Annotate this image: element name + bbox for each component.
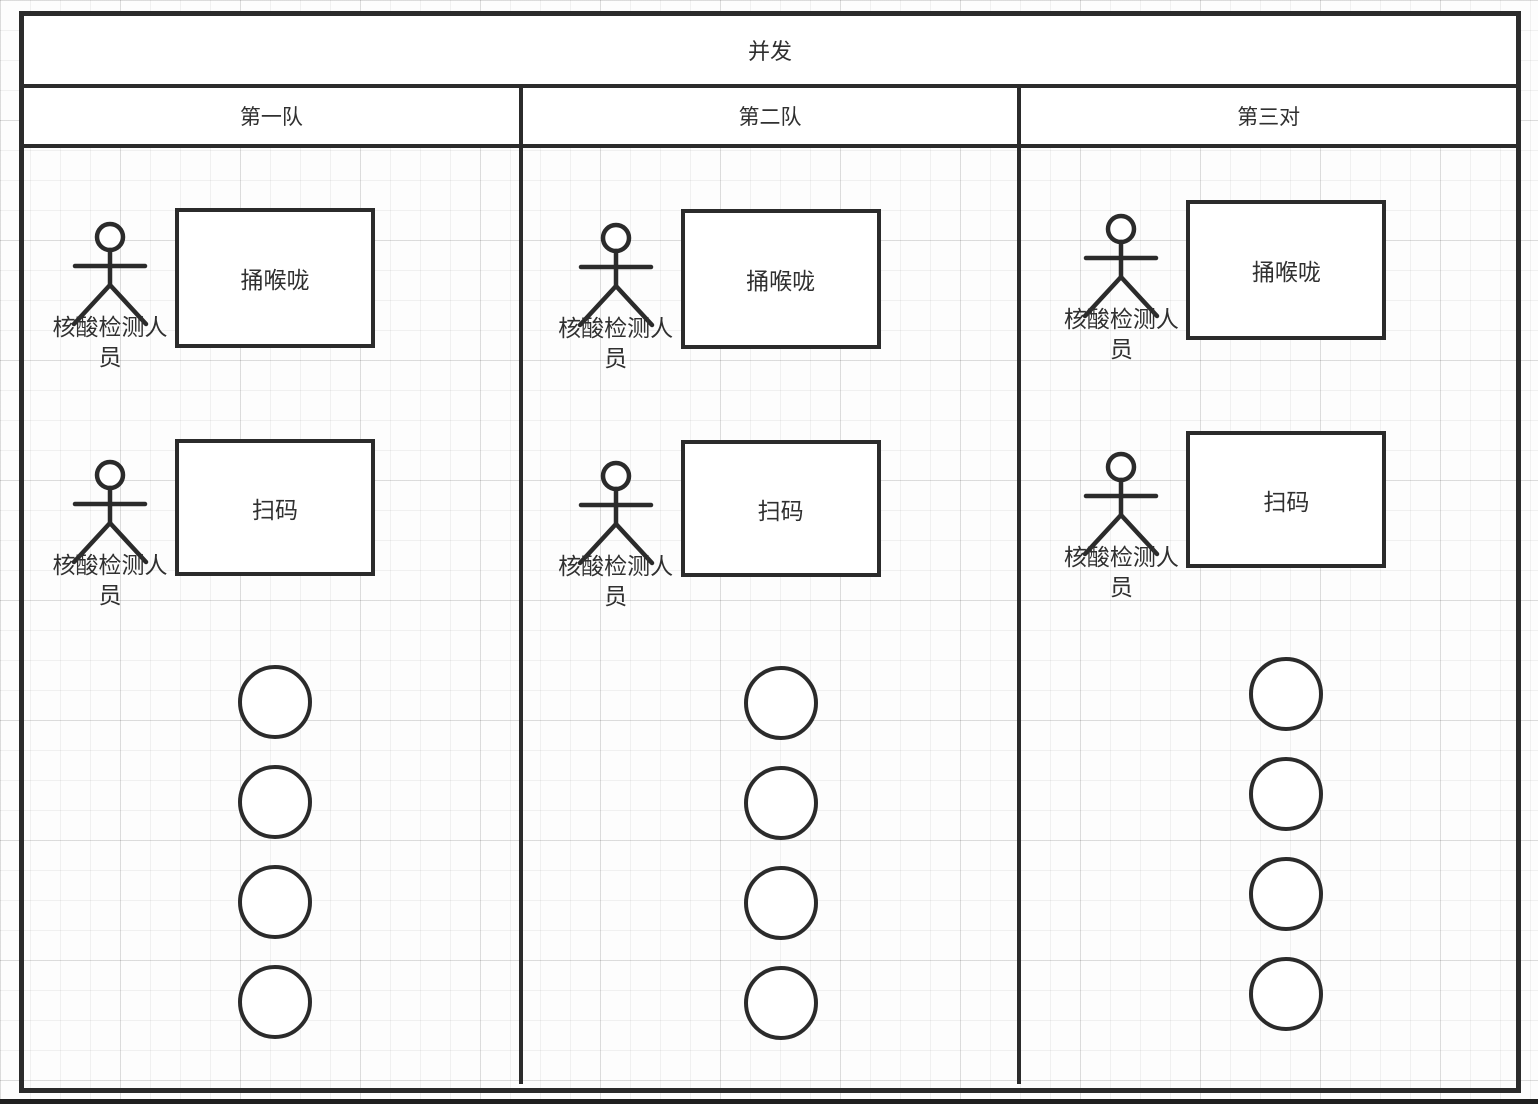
queue-circle[interactable] [238,765,312,839]
activity-box-scan-code[interactable]: 扫码 [680,440,881,577]
queue-circle[interactable] [743,966,818,1040]
lane-header-3[interactable]: 第三对 [1021,88,1517,148]
activity-box-scan-code[interactable]: 扫码 [175,439,375,576]
actor-label: 核酸检测人员 [52,552,168,608]
queue-circle[interactable] [1249,857,1324,931]
activity-box-scan-code[interactable]: 扫码 [1186,431,1387,568]
lane-body-1: 核酸检测人员捅喉咙核酸检测人员扫码 [24,148,523,1084]
queue-circle[interactable] [238,865,312,939]
activity-box-throat-swab[interactable]: 捅喉咙 [1186,200,1387,340]
activity-box-throat-swab[interactable]: 捅喉咙 [680,209,881,349]
actor-icon [1083,213,1160,319]
queue-circle[interactable] [743,666,818,740]
lane-body-3: 核酸检测人员捅喉咙核酸检测人员扫码 [1021,148,1516,1084]
actor-nucleic-acid-tester[interactable]: 核酸检测人员 [30,221,190,372]
canvas-bottom-edge [0,1099,1538,1104]
lane-bodies: 核酸检测人员捅喉咙核酸检测人员扫码核酸检测人员捅喉咙核酸检测人员扫码核酸检测人员… [24,148,1516,1084]
actor-icon [71,221,149,327]
actor-label: 核酸检测人员 [1063,306,1179,362]
queue-circle[interactable] [743,866,818,940]
activity-box-throat-swab[interactable]: 捅喉咙 [175,208,375,348]
actor-nucleic-acid-tester[interactable]: 核酸检测人员 [30,459,190,610]
queue-circle[interactable] [1249,957,1324,1031]
pool-title[interactable]: 并发 [24,16,1516,88]
queue-circle[interactable] [1249,657,1324,731]
lane-headers: 第一队第二队第三对 [24,88,1517,148]
lane-body-2: 核酸检测人员捅喉咙核酸检测人员扫码 [523,148,1022,1084]
lane-header-1[interactable]: 第一队 [24,88,523,148]
actor-icon [1083,451,1160,557]
actor-label: 核酸检测人员 [1063,544,1179,600]
lane-content: 核酸检测人员捅喉咙核酸检测人员扫码 [530,149,1025,1085]
queue-circle[interactable] [238,965,312,1039]
actor-nucleic-acid-tester[interactable]: 核酸检测人员 [536,460,696,611]
lane-content: 核酸检测人员捅喉咙核酸检测人员扫码 [24,148,519,1084]
actor-label: 核酸检测人员 [558,553,674,609]
lane-content: 核酸检测人员捅喉咙核酸检测人员扫码 [1035,140,1530,1076]
swimlane-pool[interactable]: 并发 第一队第二队第三对 核酸检测人员捅喉咙核酸检测人员扫码核酸检测人员捅喉咙核… [19,11,1521,1093]
actor-nucleic-acid-tester[interactable]: 核酸检测人员 [1041,213,1201,364]
lane-header-2[interactable]: 第二队 [522,88,1022,148]
queue-circle[interactable] [238,665,312,739]
actor-label: 核酸检测人员 [558,315,674,371]
queue-circle[interactable] [743,766,818,840]
actor-nucleic-acid-tester[interactable]: 核酸检测人员 [536,222,696,373]
actor-icon [577,222,654,328]
actor-nucleic-acid-tester[interactable]: 核酸检测人员 [1041,451,1201,602]
queue-circle[interactable] [1249,757,1324,831]
actor-icon [71,459,149,565]
actor-icon [577,460,654,566]
actor-label: 核酸检测人员 [52,314,168,370]
